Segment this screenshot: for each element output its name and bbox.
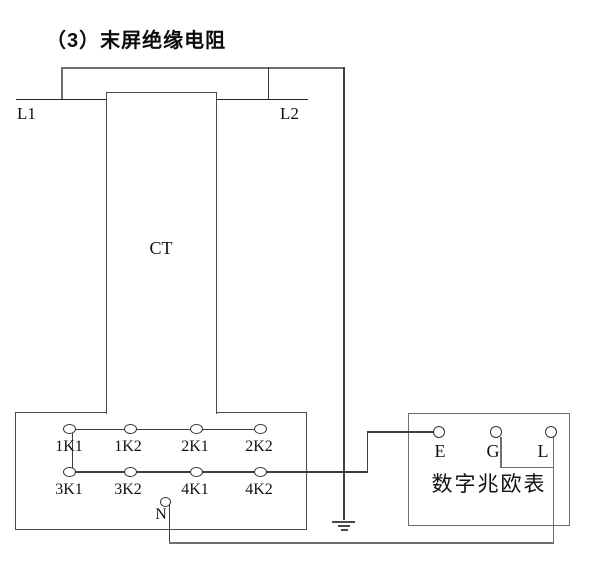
l2-label: L2 bbox=[280, 104, 299, 123]
g-wire-horizontal bbox=[500, 466, 554, 468]
terminal-circle-4k1 bbox=[189, 467, 203, 477]
ground-bar-mid bbox=[337, 524, 350, 527]
row1-row2-connector-wire bbox=[71, 428, 73, 473]
terminal-label-2k2: 2K2 bbox=[245, 438, 273, 455]
ct-body bbox=[106, 92, 217, 414]
terminal-circle-n bbox=[159, 497, 171, 507]
ground-bar-long bbox=[332, 520, 355, 523]
ct-label: CT bbox=[149, 238, 173, 258]
row2-bus-wire bbox=[69, 471, 368, 473]
terminal-label-4k2: 4K2 bbox=[245, 480, 273, 498]
meter-terminal-circle-g bbox=[490, 426, 502, 438]
terminal-circle-4k2 bbox=[253, 467, 267, 477]
diagram-title: （3）末屏绝缘电阻 bbox=[46, 30, 227, 52]
l2-terminal-line bbox=[217, 98, 308, 100]
l2-drop-wire bbox=[267, 67, 269, 99]
terminal-circle-3k1 bbox=[62, 467, 76, 477]
row1-short-wire bbox=[72, 428, 260, 430]
terminal-label-1k1: 1K1 bbox=[55, 438, 83, 455]
meter-label-g: G bbox=[486, 441, 500, 461]
terminal-circle-2k2 bbox=[253, 424, 267, 434]
terminal-label-n: N bbox=[155, 506, 167, 523]
ground-bar-short bbox=[340, 528, 348, 531]
meter-terminal-circle-e bbox=[433, 426, 445, 438]
ground-wire bbox=[343, 67, 345, 520]
terminal-circle-1k2 bbox=[123, 424, 137, 434]
e-wire-vertical bbox=[366, 431, 368, 473]
n-to-l-bottom-wire bbox=[168, 542, 554, 544]
top-bus-wire bbox=[61, 67, 345, 69]
n-wire-vertical bbox=[168, 504, 170, 543]
terminal-circle-3k2 bbox=[123, 467, 137, 477]
meter-label-e: E bbox=[434, 441, 446, 461]
terminal-label-3k1: 3K1 bbox=[55, 480, 83, 498]
l1-terminal-line bbox=[16, 98, 106, 100]
meter-name: 数字兆欧表 bbox=[431, 472, 547, 496]
terminal-label-1k2: 1K2 bbox=[114, 438, 142, 455]
terminal-label-2k1: 2K1 bbox=[181, 438, 209, 455]
g-wire-vertical bbox=[500, 437, 502, 467]
l1-drop-wire bbox=[61, 67, 63, 99]
terminal-circle-1k1 bbox=[62, 424, 76, 434]
terminal-circle-2k1 bbox=[189, 424, 203, 434]
meter-terminal-circle-l bbox=[545, 426, 557, 438]
terminal-label-3k2: 3K2 bbox=[114, 480, 142, 498]
e-wire-horizontal bbox=[366, 431, 434, 433]
meter-label-l: L bbox=[537, 441, 549, 461]
l1-label: L1 bbox=[17, 104, 36, 123]
terminal-label-4k1: 4K1 bbox=[181, 480, 209, 498]
l-wire-vertical bbox=[552, 436, 554, 544]
